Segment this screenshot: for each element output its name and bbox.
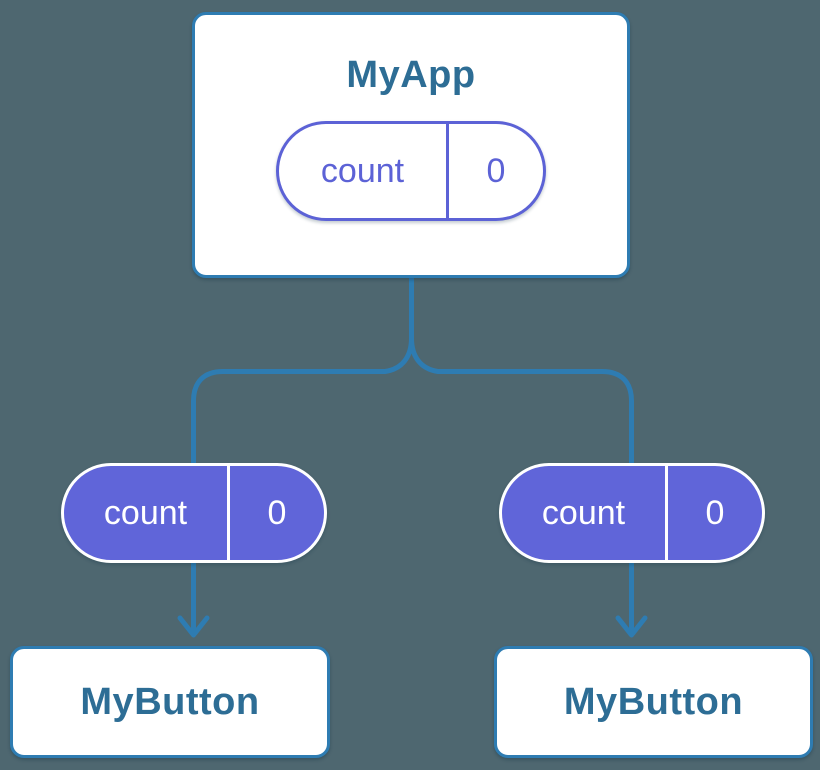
component-title: MyButton (563, 680, 744, 723)
prop-pill-name: count (502, 466, 668, 560)
prop-pill-value: 0 (267, 493, 287, 532)
prop-pill-name: count (64, 466, 230, 560)
component-title: MyApp (346, 54, 476, 96)
state-pill-value: 0 (486, 151, 506, 190)
state-pill-name: count (279, 124, 449, 218)
arrow-down-icon (177, 615, 210, 638)
edge-root-to-right-child (409, 278, 634, 463)
component-node-mybutton-right: MyButton (494, 646, 813, 758)
component-node-mybutton-left: MyButton (10, 646, 330, 758)
prop-pill-value: 0 (705, 493, 725, 532)
component-node-myapp: MyApp count 0 (192, 12, 630, 278)
prop-pill-left: count 0 (61, 463, 327, 563)
prop-pill-right: count 0 (499, 463, 765, 563)
edge-root-to-left-child (191, 278, 414, 463)
arrow-down-icon (615, 615, 648, 638)
state-pill-root: count 0 (276, 121, 546, 221)
component-title: MyButton (80, 680, 260, 723)
